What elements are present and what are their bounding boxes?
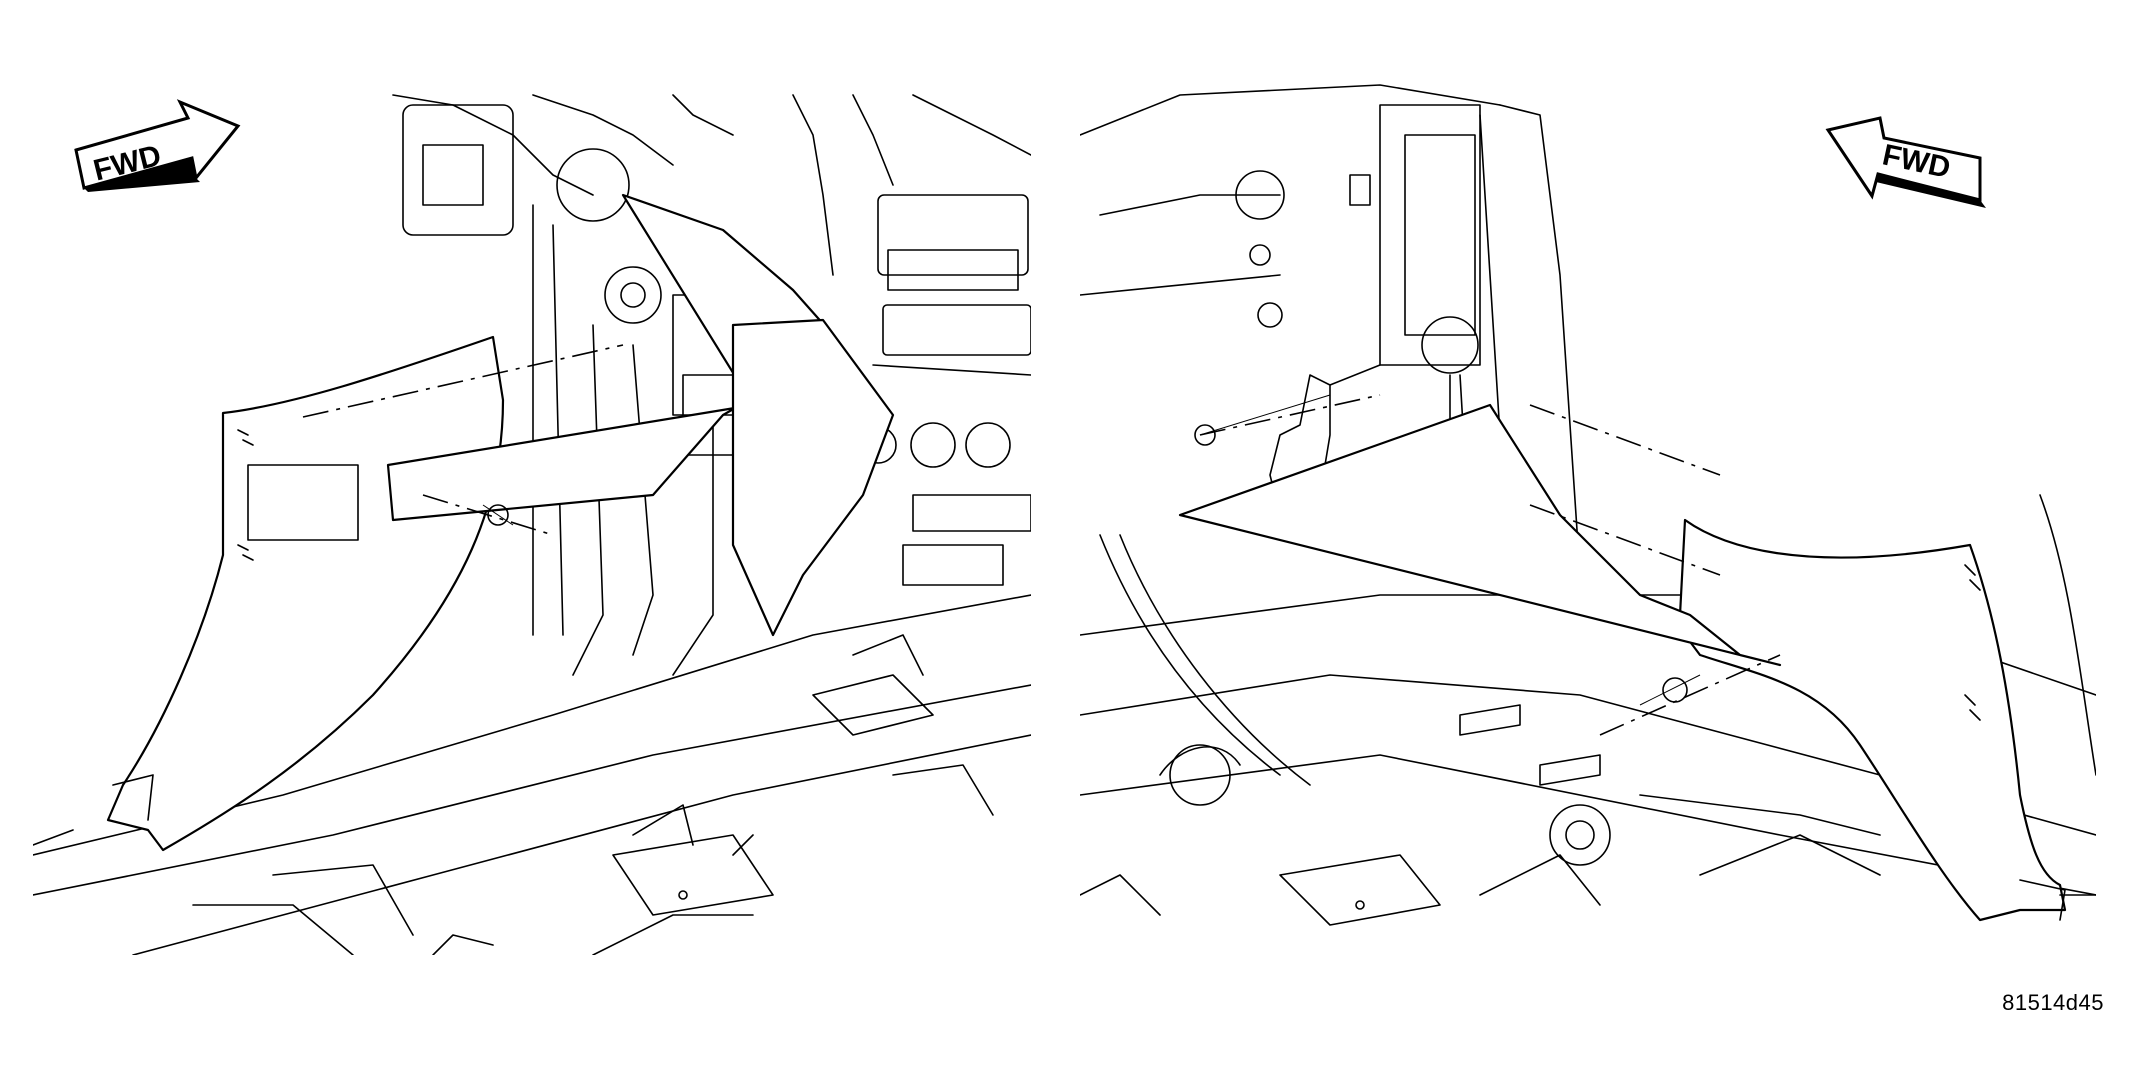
- left-console-panel: [731, 318, 895, 637]
- pillar-lines: [532, 204, 714, 676]
- left-trim-panel: [106, 335, 505, 852]
- fwd-arrow-right: FWD: [1820, 108, 1990, 213]
- figure-id: 81514d45: [2002, 990, 2104, 1015]
- right-wedge-panel: [1178, 403, 1782, 667]
- fwd-arrow-left: FWD: [70, 98, 250, 193]
- left-illustration: [33, 75, 1031, 955]
- right-trim-panel: [1678, 518, 2067, 922]
- right-illustration: [1080, 75, 2096, 955]
- right-push-pin: [1662, 677, 1688, 703]
